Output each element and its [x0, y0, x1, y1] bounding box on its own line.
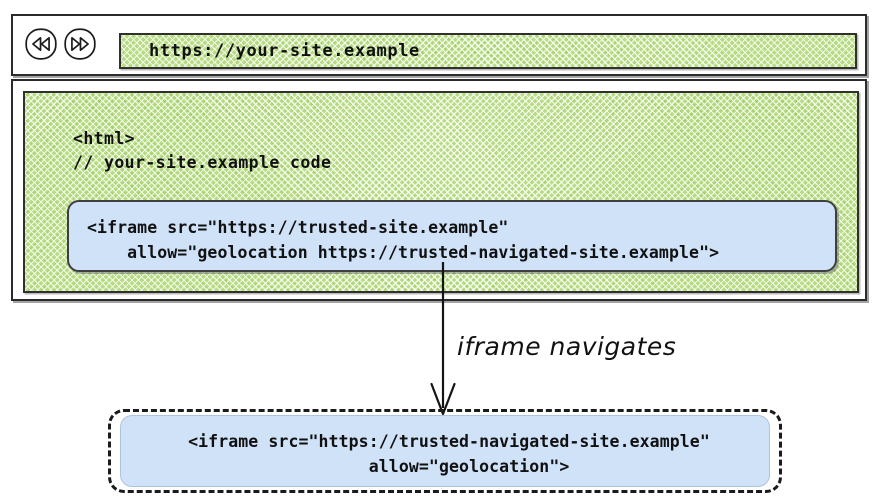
navigate-annotation-label: iframe navigates [457, 332, 677, 361]
navigation-buttons [22, 25, 99, 63]
navigated-iframe-outline [108, 409, 782, 493]
code-line-html-tag: <html> [73, 129, 136, 148]
host-page-surface: <html> // your-site.example code <iframe… [23, 91, 859, 293]
code-line-site-comment: // your-site.example code [73, 153, 332, 172]
url-text: https://your-site.example [149, 41, 420, 61]
forward-icon[interactable] [61, 25, 99, 63]
nested-iframe-allow-line: allow="geolocation https://trusted-navig… [87, 243, 720, 262]
navigated-iframe-allow-line: allow="geolocation"> [328, 457, 570, 476]
navigation-arrow [430, 262, 456, 416]
browser-viewport: <html> // your-site.example code <iframe… [11, 79, 867, 301]
browser-toolbar: https://your-site.example [11, 14, 867, 76]
nested-iframe-code-box: <iframe src="https://trusted-site.exampl… [67, 200, 837, 272]
navigated-iframe-code-box: <iframe src="https://trusted-navigated-s… [120, 415, 770, 487]
back-icon[interactable] [22, 25, 60, 63]
url-bar[interactable]: https://your-site.example [119, 33, 857, 69]
navigated-iframe-src-line: <iframe src="https://trusted-navigated-s… [188, 432, 710, 451]
nested-iframe-src-line: <iframe src="https://trusted-site.exampl… [87, 218, 509, 237]
